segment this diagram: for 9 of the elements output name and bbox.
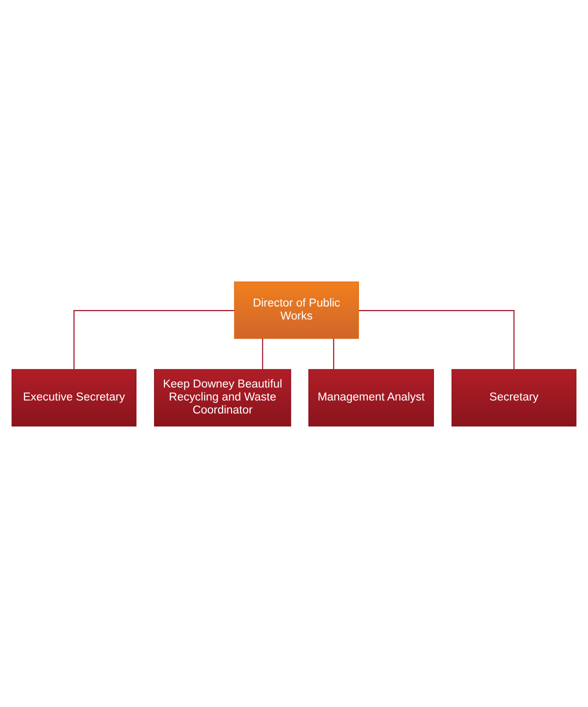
node-box: Secretary <box>452 368 576 426</box>
connector <box>358 310 515 369</box>
node-box: Director of Public Works <box>234 281 359 338</box>
node-box: Keep Downey Beautiful Recycling and Waste Coordinator <box>154 368 292 426</box>
node-box: Management Analyst <box>308 368 434 426</box>
connector <box>333 338 334 369</box>
node-box: Executive Secretary <box>12 368 136 426</box>
connector <box>73 310 234 369</box>
connector <box>262 338 264 369</box>
